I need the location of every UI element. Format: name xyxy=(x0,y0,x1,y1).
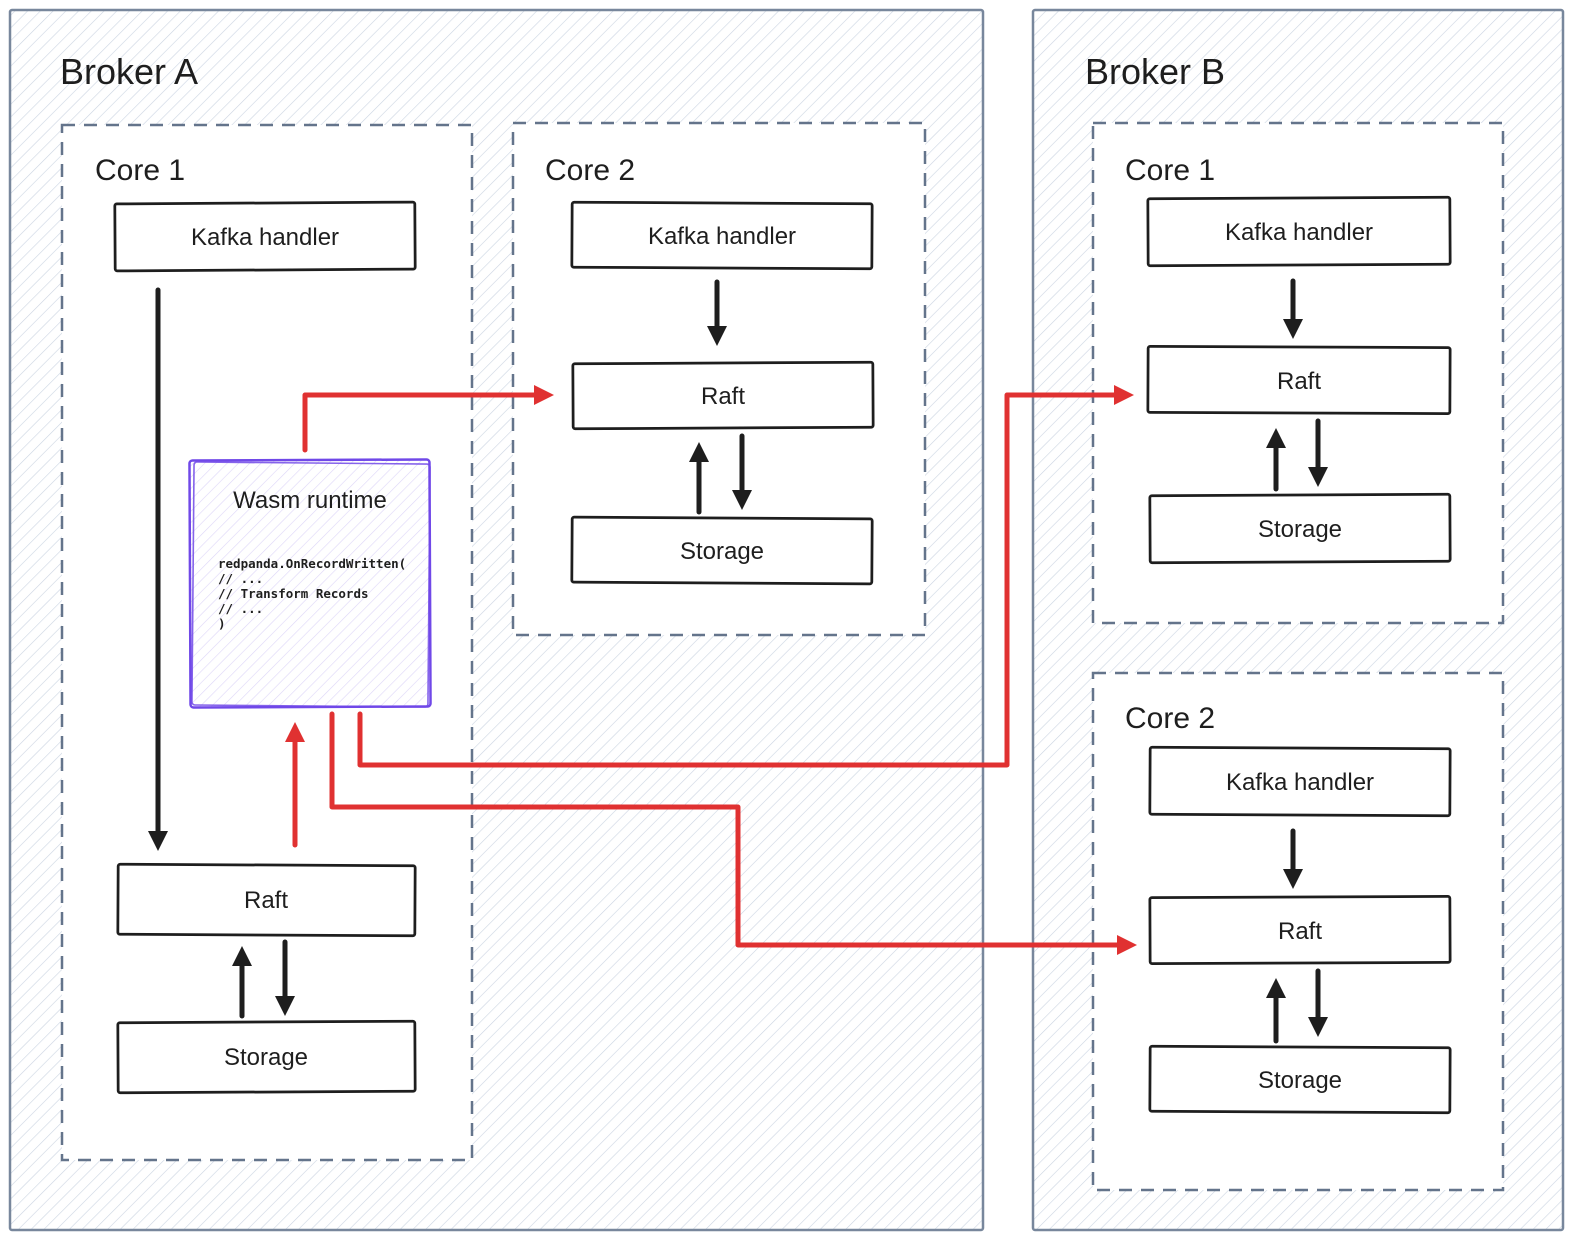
wasm-runtime-box-sketch-line xyxy=(191,461,431,708)
b2-storage-label: Storage xyxy=(1258,1067,1342,1094)
b1-raft-label: Raft xyxy=(1277,368,1321,395)
wasm-to-b2-raft-connector xyxy=(329,711,1137,955)
a2-raft-label: Raft xyxy=(701,383,745,410)
wasm-runtime-box xyxy=(188,458,432,709)
wasm-code-line-5: ) xyxy=(218,616,226,631)
wasm-runtime: Wasm runtime redpanda.OnRecordWritten( /… xyxy=(188,458,432,709)
broker-b-title: Broker B xyxy=(1085,51,1225,92)
wasm-code-line-1: redpanda.OnRecordWritten( xyxy=(218,556,406,571)
b1-kafka-handler-box xyxy=(1146,195,1452,268)
wasm-to-b1-raft-connector xyxy=(357,385,1134,768)
a2-raft-box xyxy=(571,360,875,431)
wasm-runtime-title: Wasm runtime xyxy=(233,487,387,514)
a1-kafka-handler-box xyxy=(113,200,417,273)
b2-raft-label: Raft xyxy=(1278,918,1322,945)
replication-connectors xyxy=(285,385,1137,955)
broker-a-core-2: Core 2 Kafka handler Raft Storage xyxy=(511,121,927,637)
b1-raft-box xyxy=(1146,344,1452,416)
b2-kafka-handler-box xyxy=(1148,745,1452,818)
wasm-code-line-4: // ... xyxy=(218,601,263,616)
a1-storage-box xyxy=(116,1019,417,1095)
wasm-code-line-2: // ... xyxy=(218,571,263,586)
a1-storage-label: Storage xyxy=(224,1044,308,1071)
a2-kafka-handler-label: Kafka handler xyxy=(648,223,796,250)
b1-storage-label: Storage xyxy=(1258,516,1342,543)
a2-kafka-handler-box xyxy=(570,200,874,271)
wasm-code-line-3: // Transform Records xyxy=(218,586,369,601)
b2-kafka-handler-label: Kafka handler xyxy=(1226,769,1374,796)
broker-a-core1-label: Core 1 xyxy=(95,154,185,187)
a1-raft-label: Raft xyxy=(244,887,288,914)
b2-raft-box xyxy=(1148,894,1452,966)
b1-storage-box xyxy=(1148,492,1452,565)
a2-storage-label: Storage xyxy=(680,538,764,565)
broker-a: Broker A Core 1 Kafka handler Raft Stora… xyxy=(8,8,985,1232)
a1-kafka-handler-label: Kafka handler xyxy=(191,224,339,251)
broker-b-core1-label: Core 1 xyxy=(1125,154,1215,187)
broker-b-core-1: Core 1 Kafka handler Raft Storage xyxy=(1091,121,1505,625)
broker-a-title: Broker A xyxy=(60,51,198,92)
broker-b-core-2: Core 2 Kafka handler Raft Storage xyxy=(1091,671,1505,1192)
a1-raft-box xyxy=(116,862,417,938)
broker-b-core2-label: Core 2 xyxy=(1125,702,1215,735)
a2-storage-box xyxy=(570,515,874,586)
b1-kafka-handler-label: Kafka handler xyxy=(1225,219,1373,246)
b2-storage-box xyxy=(1148,1044,1452,1115)
broker-a-core2-label: Core 2 xyxy=(545,154,635,187)
broker-b: Broker B Core 1 Kafka handler Raft Stora… xyxy=(1031,8,1565,1232)
wasm-to-a2-raft-connector xyxy=(302,385,554,453)
